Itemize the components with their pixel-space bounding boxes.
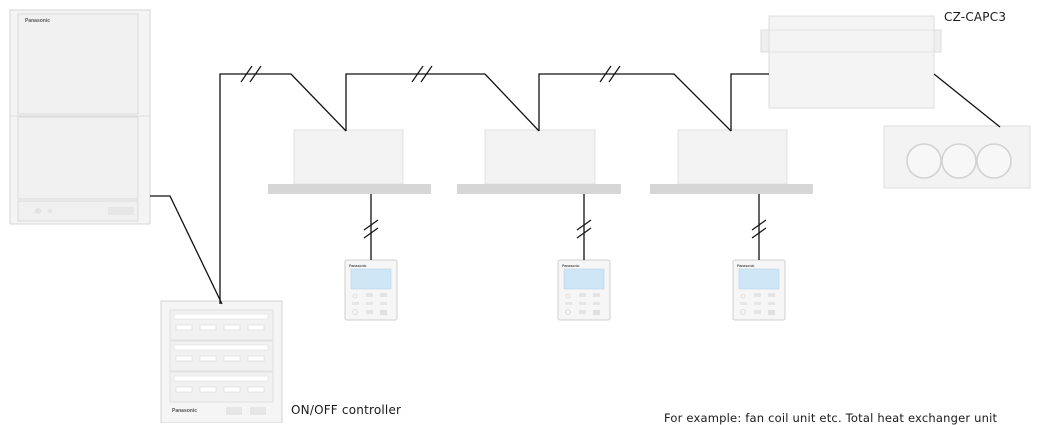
remote-brand: Panasonic	[349, 264, 367, 268]
remote-brand: Panasonic	[562, 264, 580, 268]
onoff-controller-device: Panasonic	[160, 300, 283, 423]
indoor-unit-3	[650, 129, 813, 194]
capc3-adaptor	[760, 15, 942, 109]
wire-hash-marks	[240, 65, 767, 239]
example-note-label: For example: fan coil unit etc. Total he…	[664, 411, 998, 425]
indoor-unit-2	[457, 129, 621, 194]
third-party-unit	[883, 125, 1031, 189]
adaptor-label: CZ-CAPC3	[944, 10, 1007, 24]
remote-controller-2: Panasonic	[557, 259, 611, 321]
outdoor-unit: Panasonic	[9, 9, 151, 225]
indoor-unit-1	[268, 129, 431, 194]
onoff-controller-brand: Panasonic	[172, 408, 197, 414]
remote-brand: Panasonic	[737, 264, 755, 268]
remote-controller-3: Panasonic	[732, 259, 786, 321]
remote-controller-1: Panasonic	[344, 259, 398, 321]
outdoor-unit-brand: Panasonic	[25, 18, 50, 24]
wire-main-bus-2	[345, 73, 540, 132]
wire-adaptor-to-unit	[933, 73, 1001, 128]
wire-to-adaptor	[730, 73, 769, 131]
onoff-controller-label: ON/OFF controller	[291, 403, 402, 417]
wire-outdoor-to-controller	[150, 195, 223, 305]
wire-main-bus-3	[538, 73, 732, 132]
